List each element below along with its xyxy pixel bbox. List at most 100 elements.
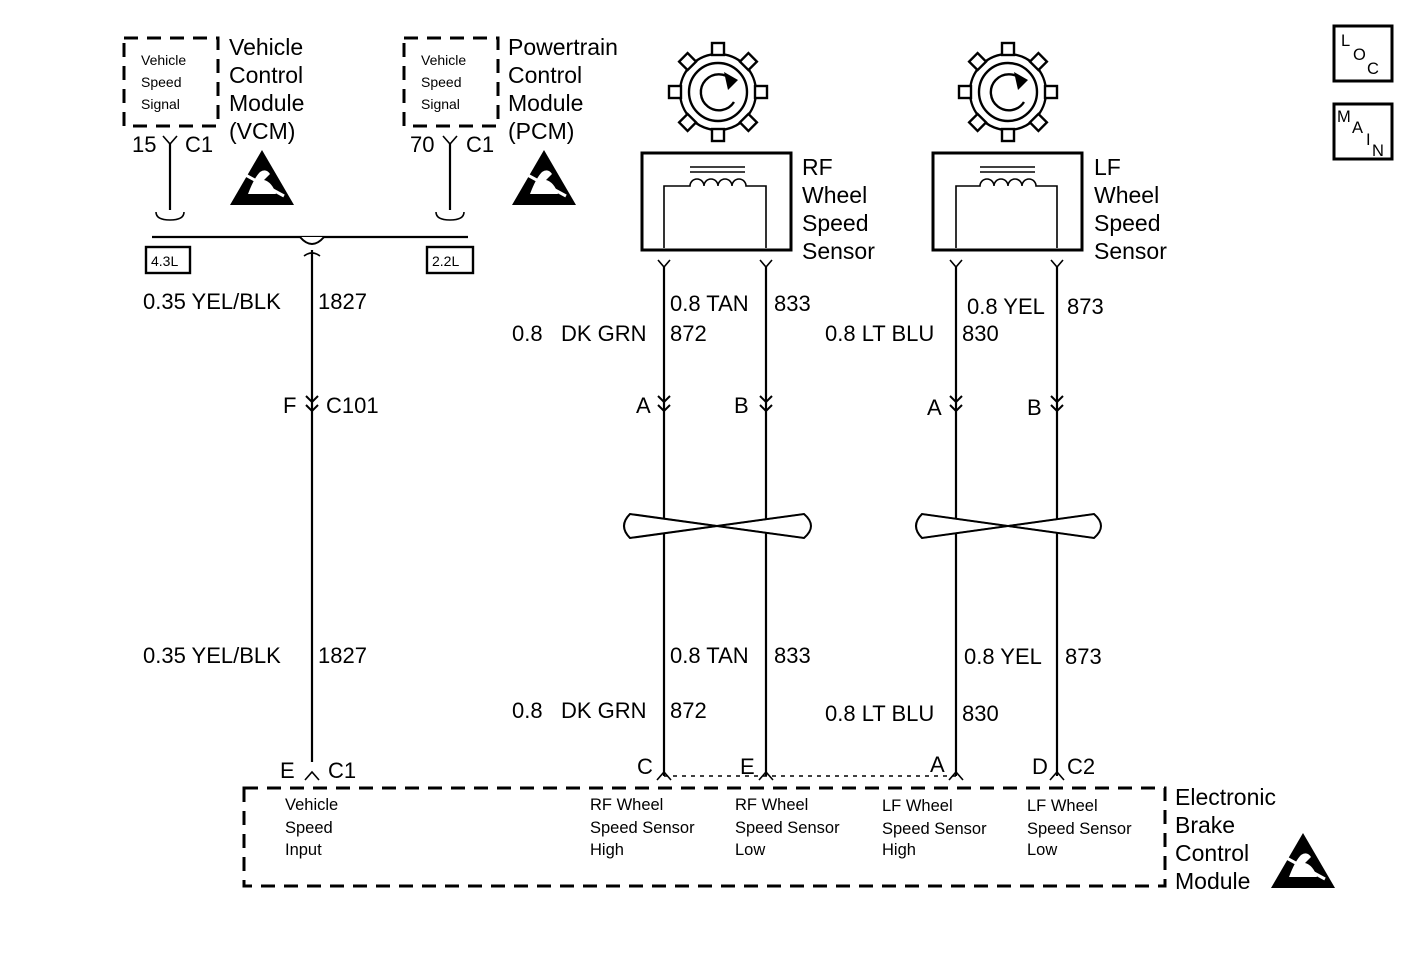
loc-letter-2: O xyxy=(1353,46,1366,64)
ebcm-lf-high-line-2: Speed Sensor xyxy=(882,820,987,838)
pcm-name-line-4: (PCM) xyxy=(508,118,574,144)
pcm-name-line-1: Powertrain xyxy=(508,34,618,60)
ebcm-vss-line-3: Input xyxy=(285,841,322,859)
rf-wire-b-color: 0.8 TAN xyxy=(670,291,749,316)
main-letter-1: M xyxy=(1337,108,1351,126)
vcm-connector: C1 xyxy=(185,132,213,157)
ebcm-rf-low-line-3: Low xyxy=(735,841,765,859)
esd-warning-icon xyxy=(510,148,578,207)
rf-pin-b: B xyxy=(734,393,749,418)
ebcm-rf-low-line-2: Speed Sensor xyxy=(735,819,840,837)
ebcm-lf-high-line-3: High xyxy=(882,841,916,859)
ebcm-lf-low-line-1: LF Wheel xyxy=(1027,797,1098,815)
lf-pin-a: A xyxy=(927,395,942,420)
rf-wire-a-color: DK GRN xyxy=(561,321,647,346)
ebcm-connector-c1: C1 xyxy=(328,758,356,783)
main-button[interactable]: M A I N xyxy=(1332,102,1394,161)
ebcm-pin-rf-high: C xyxy=(637,754,653,779)
vcm-box-line-1: Vehicle xyxy=(141,52,186,68)
lf-a-lower-circuit: 830 xyxy=(962,701,999,726)
lf-name-line-2: Wheel xyxy=(1094,182,1159,208)
rf-name-line-1: RF xyxy=(802,154,833,180)
pcm-box-line-2: Speed xyxy=(421,74,461,90)
rf-a-lower-circuit: 872 xyxy=(670,698,707,723)
lf-name-line-4: Sensor xyxy=(1094,238,1167,264)
ebcm-vss-line-2: Speed xyxy=(285,819,333,837)
ebcm-pin-lf-low: D xyxy=(1032,754,1048,779)
vcm-box-line-2: Speed xyxy=(141,74,181,90)
vcm-module: Vehicle Speed Signal Vehicle Control Mod… xyxy=(122,34,304,221)
vcm-box-line-3: Signal xyxy=(141,96,180,112)
vcm-name-line-2: Control xyxy=(229,62,303,88)
lf-b-lower-circuit: 873 xyxy=(1065,644,1102,669)
lf-name-line-3: Speed xyxy=(1094,210,1161,236)
rf-b-lower-circuit: 833 xyxy=(774,643,811,668)
vss-wire-upper-color: 0.35 YEL/BLK xyxy=(143,289,281,314)
ebcm-lf-low-line-2: Speed Sensor xyxy=(1027,820,1132,838)
c101-name: C101 xyxy=(326,393,379,418)
rf-name-line-4: Sensor xyxy=(802,238,875,264)
rf-wire-a-circuit: 872 xyxy=(670,321,707,346)
vcm-name-line-4: (VCM) xyxy=(229,118,295,144)
main-letter-3: I xyxy=(1366,131,1371,149)
lf-wire-b-circuit: 873 xyxy=(1067,294,1104,319)
tone-ring-icon xyxy=(957,41,1059,143)
vcm-pin: 15 xyxy=(132,132,156,157)
esd-warning-icon xyxy=(228,148,296,207)
twisted-pair-icon xyxy=(623,512,812,540)
pcm-name-line-2: Control xyxy=(508,62,582,88)
pcm-name-line-3: Module xyxy=(508,90,583,116)
ebcm-connector-c2: C2 xyxy=(1067,754,1095,779)
rf-name-line-3: Speed xyxy=(802,210,869,236)
lf-pin-b: B xyxy=(1027,395,1042,420)
lf-wire-a-color: 0.8 LT BLU xyxy=(825,321,934,346)
main-letter-4: N xyxy=(1372,142,1384,160)
ebcm-module: E C1 C E A D C2 Vehicle Speed Input RF W… xyxy=(242,752,1337,894)
pcm-box-line-1: Vehicle xyxy=(421,52,466,68)
ebcm-pin-rf-low: E xyxy=(740,754,755,779)
rf-wire-a-size: 0.8 xyxy=(512,321,543,346)
rf-wheel-speed-sensor: RF Wheel Speed Sensor xyxy=(640,41,875,776)
vss-wire-lower-color: 0.35 YEL/BLK xyxy=(143,643,281,668)
c101-pin: F xyxy=(283,393,296,418)
ebcm-name-line-1: Electronic xyxy=(1175,784,1276,810)
ebcm-rf-low-line-1: RF Wheel xyxy=(735,796,808,814)
rf-a-lower-size: 0.8 xyxy=(512,698,543,723)
ebcm-rf-high-line-3: High xyxy=(590,841,624,859)
vss-wire-upper-circuit: 1827 xyxy=(318,289,367,314)
ebcm-lf-low-line-3: Low xyxy=(1027,841,1057,859)
vss-wire-lower-circuit: 1827 xyxy=(318,643,367,668)
engine-tag-2-2l: 2.2L xyxy=(432,253,459,269)
pcm-module: Vehicle Speed Signal Powertrain Control … xyxy=(402,34,618,221)
ebcm-rf-high-line-2: Speed Sensor xyxy=(590,819,695,837)
loc-letter-3: C xyxy=(1367,60,1379,78)
ebcm-name-line-3: Control xyxy=(1175,840,1249,866)
loc-button[interactable]: L O C xyxy=(1332,24,1394,83)
pcm-pin: 70 xyxy=(410,132,434,157)
main-letter-2: A xyxy=(1352,119,1363,137)
ebcm-vss-line-1: Vehicle xyxy=(285,796,338,814)
lf-name-line-1: LF xyxy=(1094,154,1121,180)
tone-ring-icon xyxy=(667,41,769,143)
ebcm-name-line-4: Module xyxy=(1175,868,1250,894)
rf-pin-a: A xyxy=(636,393,651,418)
esd-warning-icon xyxy=(1269,831,1337,890)
pcm-connector: C1 xyxy=(466,132,494,157)
engine-tag-4-3l: 4.3L xyxy=(151,253,178,269)
lf-wire-b-color: 0.8 YEL xyxy=(967,294,1045,319)
rf-b-lower-color: 0.8 TAN xyxy=(670,643,749,668)
lf-b-lower-color: 0.8 YEL xyxy=(964,644,1042,669)
rf-wire-b-circuit: 833 xyxy=(774,291,811,316)
rf-name-line-2: Wheel xyxy=(802,182,867,208)
twisted-pair-icon xyxy=(915,512,1102,540)
ebcm-rf-high-line-1: RF Wheel xyxy=(590,796,663,814)
rf-a-lower-color: DK GRN xyxy=(561,698,647,723)
ebcm-lf-high-line-1: LF Wheel xyxy=(882,797,953,815)
pcm-box-line-3: Signal xyxy=(421,96,460,112)
lf-a-lower-color: 0.8 LT BLU xyxy=(825,701,934,726)
ebcm-pin-lf-high: A xyxy=(930,752,945,777)
lf-wire-a-circuit: 830 xyxy=(962,321,999,346)
vcm-name-line-3: Module xyxy=(229,90,304,116)
vcm-name-line-1: Vehicle xyxy=(229,34,303,60)
